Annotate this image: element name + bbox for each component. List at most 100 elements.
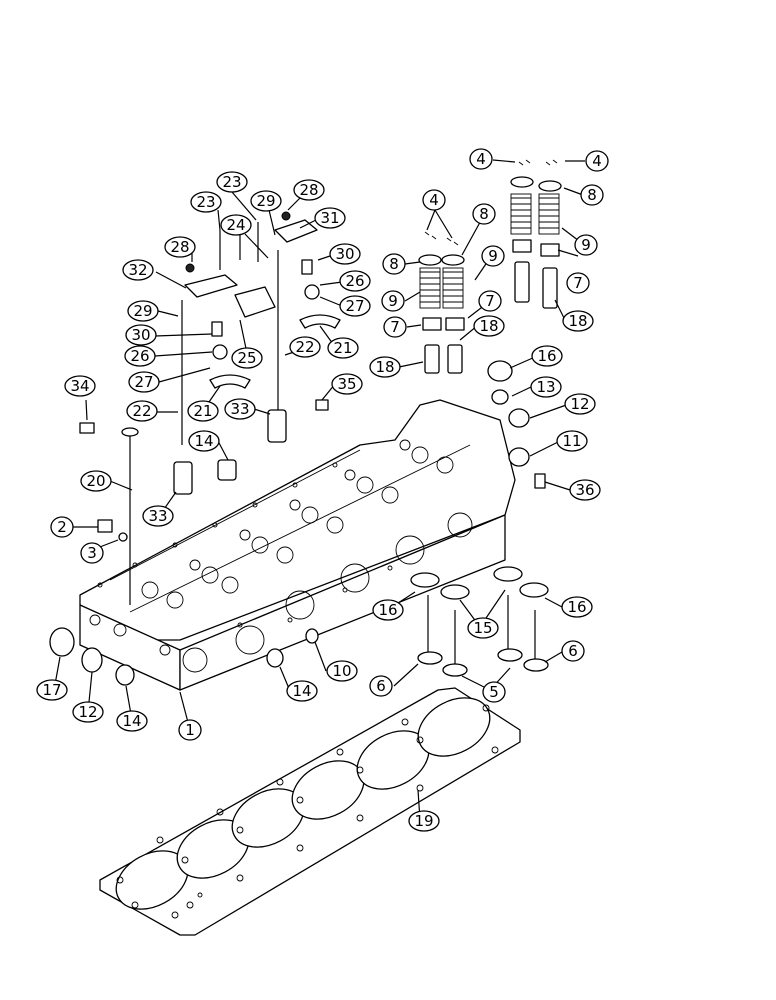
callout-label: 14 <box>194 432 213 450</box>
callout-c16a: 16 <box>531 345 563 367</box>
callout-c14b: 14 <box>286 680 318 702</box>
callout-c22b: 22 <box>126 400 158 422</box>
callout-c2: 2 <box>50 516 74 538</box>
callout-label: 22 <box>132 402 151 420</box>
callout-label: 27 <box>345 297 364 315</box>
rocker-assembly <box>79 211 546 605</box>
callout-c9a: 9 <box>481 245 505 267</box>
callout-c29b: 29 <box>127 300 159 322</box>
callout-c29a: 29 <box>250 190 282 212</box>
callout-label: 21 <box>193 402 212 420</box>
callout-c30a: 30 <box>329 243 361 265</box>
callout-label: 11 <box>562 432 581 450</box>
callout-c14a: 14 <box>188 430 220 452</box>
callout-label: 30 <box>131 326 150 344</box>
callout-c7c: 7 <box>383 316 407 338</box>
callout-c5: 5 <box>482 681 506 703</box>
callout-c21b: 21 <box>187 400 219 422</box>
callout-label: 10 <box>332 662 351 680</box>
callout-c12a: 12 <box>564 393 596 415</box>
callout-label: 32 <box>128 261 147 279</box>
callout-label: 7 <box>390 318 400 336</box>
callout-c3: 3 <box>80 542 104 564</box>
cylinder-head <box>79 399 516 691</box>
callout-c8a: 8 <box>472 203 496 225</box>
callout-c18a: 18 <box>473 315 505 337</box>
valves <box>410 566 549 677</box>
callout-c22a: 22 <box>289 336 321 358</box>
callout-c1: 1 <box>178 719 202 741</box>
callout-c26b: 26 <box>124 345 156 367</box>
callout-label: 22 <box>295 338 314 356</box>
callout-label: 9 <box>581 236 591 254</box>
callout-c27b: 27 <box>128 371 160 393</box>
callout-label: 29 <box>256 192 275 210</box>
head-gasket <box>99 687 521 936</box>
callout-label: 16 <box>378 601 397 619</box>
callout-label: 14 <box>292 682 311 700</box>
callout-label: 2 <box>57 518 67 536</box>
callout-label: 3 <box>87 544 97 562</box>
callout-label: 5 <box>489 683 499 701</box>
callout-c36: 36 <box>569 479 601 501</box>
callout-label: 4 <box>429 191 439 209</box>
callout-c14c: 14 <box>116 710 148 732</box>
callout-label: 24 <box>226 216 245 234</box>
callout-label: 18 <box>375 358 394 376</box>
callout-c16b: 16 <box>372 599 404 621</box>
callout-c30b: 30 <box>125 324 157 346</box>
callout-c8c: 8 <box>382 253 406 275</box>
callout-c23b: 23 <box>190 191 222 213</box>
callout-c6b: 6 <box>561 640 585 662</box>
plugs <box>49 360 530 686</box>
valve-rotators <box>422 239 560 331</box>
callout-label: 9 <box>388 292 398 310</box>
callout-label: 7 <box>573 274 583 292</box>
spring-retainers <box>418 176 562 266</box>
callout-label: 13 <box>536 378 555 396</box>
callout-c26a: 26 <box>339 270 371 292</box>
callout-c24: 24 <box>220 214 252 236</box>
callout-c4c: 4 <box>422 189 446 211</box>
callout-label: 34 <box>70 377 89 395</box>
valve-keepers <box>424 159 558 246</box>
callout-c13: 13 <box>530 376 562 398</box>
callout-label: 8 <box>389 255 399 273</box>
callout-c28a: 28 <box>293 179 325 201</box>
callout-c7b: 7 <box>566 272 590 294</box>
callout-label: 25 <box>237 349 256 367</box>
callout-c20: 20 <box>80 470 112 492</box>
callout-c28b: 28 <box>164 236 196 258</box>
callout-label: 29 <box>133 302 152 320</box>
callout-label: 6 <box>568 642 578 660</box>
callout-c4a: 4 <box>469 148 493 170</box>
callout-c11: 11 <box>556 430 588 452</box>
valve-springs <box>419 193 560 309</box>
callout-c27a: 27 <box>339 295 371 317</box>
callout-label: 12 <box>570 395 589 413</box>
callout-label: 33 <box>148 507 167 525</box>
callout-label: 18 <box>479 317 498 335</box>
callout-label: 16 <box>537 347 556 365</box>
callout-label: 17 <box>42 681 61 699</box>
callout-label: 26 <box>345 272 364 290</box>
callout-label: 19 <box>414 812 433 830</box>
callout-label: 9 <box>488 247 498 265</box>
callout-c10: 10 <box>326 660 358 682</box>
callout-c18b: 18 <box>562 310 594 332</box>
callout-c16c: 16 <box>561 596 593 618</box>
callout-label: 31 <box>320 209 339 227</box>
callout-label: 7 <box>485 292 495 310</box>
callout-c23a: 23 <box>216 171 248 193</box>
callout-label: 28 <box>170 238 189 256</box>
callout-c9c: 9 <box>381 290 405 312</box>
callout-c9b: 9 <box>574 234 598 256</box>
callout-c33b: 33 <box>142 505 174 527</box>
callout-label: 12 <box>78 703 97 721</box>
callout-label: 23 <box>196 193 215 211</box>
callout-c4b: 4 <box>585 150 609 172</box>
callout-c35: 35 <box>331 373 363 395</box>
callout-label: 36 <box>575 481 594 499</box>
callout-label: 35 <box>337 375 356 393</box>
